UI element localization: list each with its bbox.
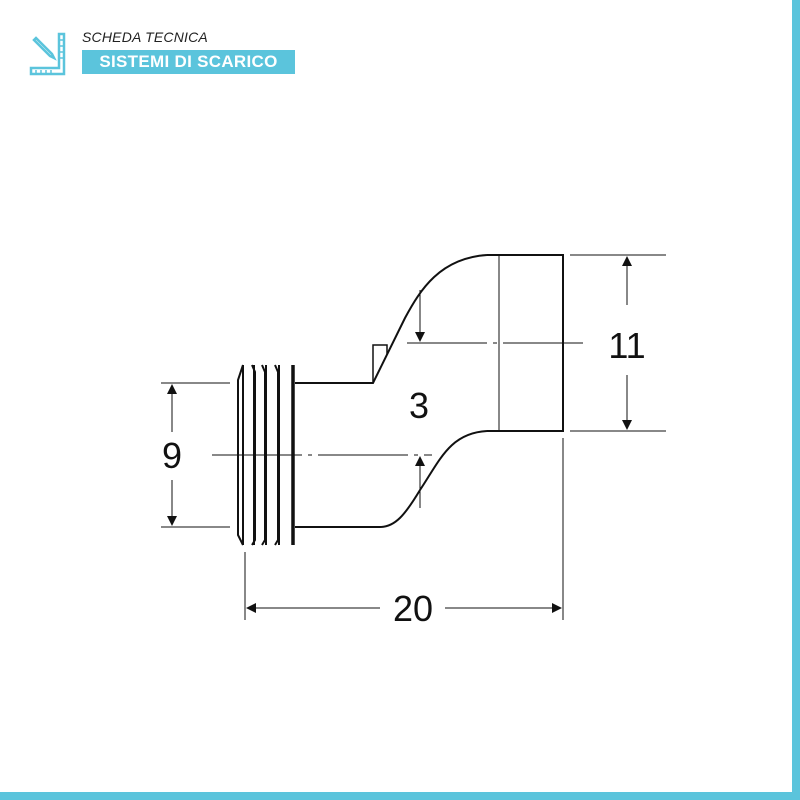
pipe-outline [237, 254, 564, 546]
sheet-subtitle: SCHEDA TECNICA [82, 29, 208, 45]
ruler-pencil-icon [28, 32, 74, 83]
dimension-label-9: 9 [162, 435, 182, 476]
frame-border-bottom [0, 792, 800, 800]
sheet-title: SISTEMI DI SCARICO [82, 50, 295, 74]
frame-border-right [792, 0, 800, 800]
dimension-label-3: 3 [409, 385, 429, 426]
centerlines [212, 342, 584, 456]
dimension-label-20: 20 [393, 588, 433, 629]
dimension-label-11: 11 [608, 325, 645, 366]
dimension-lines [161, 254, 666, 620]
